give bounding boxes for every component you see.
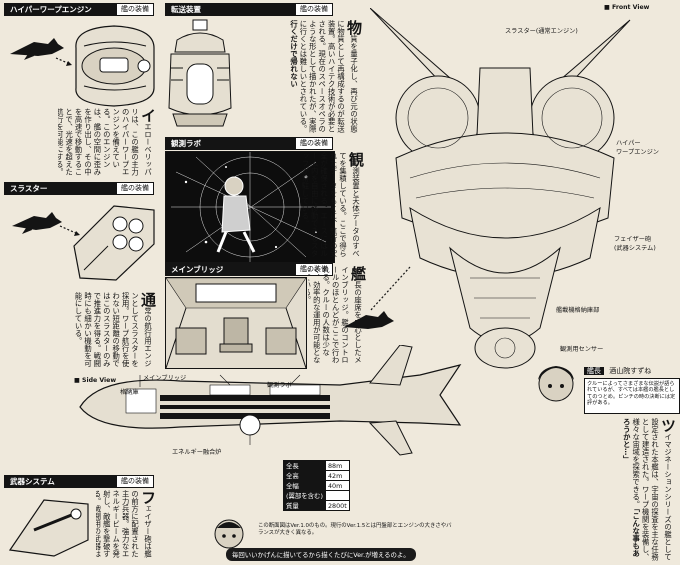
front-label-thruster: スラスター(通常エンジン) (505, 28, 578, 35)
transfer-device-illustration (168, 19, 232, 127)
spec-key: 全長 (283, 460, 326, 471)
spec-key: (翼部を含む) (283, 490, 326, 501)
front-label-hangar: 艦載機格納庫部 (556, 307, 600, 314)
transfer-device-text: 物質を量子化し、再び元の状態に物質として再構成するのが転送装置。高いハイテク技術… (238, 20, 362, 135)
spec-value: 88m (324, 460, 350, 471)
spec-value (324, 490, 350, 501)
callout-bubble: 毎回いいかげんに描いてるから描くたびにVer.が増えるのよ。 (226, 548, 416, 561)
hyper-warp-engine-illustration (10, 25, 155, 107)
spec-value: 42m (324, 470, 350, 481)
section-kind: 艦の装備 (295, 137, 333, 150)
ship-silhouette-icon (10, 38, 64, 60)
front-view-drawing (370, 8, 631, 369)
section-title: 転送装置 (165, 3, 295, 16)
side-view-cutaway (79, 345, 462, 456)
column-initial: イ (139, 108, 156, 124)
front-view-title: ■ Front View (604, 4, 650, 11)
column-initial: フ (139, 490, 156, 506)
captain-title: 艦長 (584, 367, 604, 375)
thruster-illustration (12, 205, 155, 281)
column-initial: 物 (345, 20, 362, 36)
spec-row: (翼部を含む) (283, 490, 350, 501)
column-bold-text: 行くだけで帰れない (289, 20, 299, 88)
thruster-unit-drawing (73, 205, 155, 281)
column-initial: 通 (139, 292, 156, 308)
ship-silhouette-icon (344, 311, 394, 329)
column-bold-text: 「こんな事もあろうかと…」 (622, 418, 642, 557)
hyper-warp-engine-text: イエローベリッパリは、この艦の主力のハイパーワープエンジンを備えている。このエン… (58, 108, 156, 180)
side-label-reactor: エネルギー融合炉 (172, 449, 222, 456)
side-view-title: ■ Side View (74, 377, 117, 384)
weapon-system-text: フェイザー砲は艦の前方に配置された主力兵器。強力なエネルギービームを発射し、敵艦… (96, 490, 156, 560)
section-header-hyper-warp-engine: ハイパーワープエンジン 艦の装備 (4, 3, 154, 16)
section-header-main-bridge: メインブリッジ 艦の装備 (165, 263, 333, 276)
tail-fin (369, 345, 413, 386)
engine-pod-drawing (75, 25, 155, 107)
spec-key: 全高 (283, 470, 326, 481)
captain-portrait-icon (538, 366, 574, 402)
weapon-system-illustration (8, 499, 89, 557)
ship-description-text: ツイマジネーションシリーズの艦として設定された本艦は、宇宙の探査を主な任務として… (460, 418, 676, 563)
section-header-observation-lab: 観測ラボ 艦の装備 (165, 137, 333, 150)
section-kind: 艦の装備 (295, 263, 333, 276)
section-kind: 艦の装備 (116, 3, 154, 16)
spec-value: 2800t (324, 500, 350, 511)
side-label-lab: 観測ラボ (267, 382, 292, 389)
section-header-transfer-device: 転送装置 艦の装備 (165, 3, 333, 16)
thruster-text: 通常の航行用エンジンとしてスラスターを採用。ワープ航行を使わない短距離の移動では… (58, 292, 156, 372)
captain-name: 酒山院すずね (609, 367, 652, 375)
crew-member-figure (216, 176, 256, 253)
spec-key: 全幅 (283, 480, 326, 491)
column-body: エローベリッパリは、この艦の主力のハイパーワープエンジンを備えている。このエンジ… (58, 108, 153, 176)
front-to-side-connector (344, 266, 411, 329)
captain-header: 艦長 酒山院すずね (584, 366, 651, 376)
transfer-door (186, 63, 214, 105)
column-body: 常の航行用エンジンとしてスラスターを採用。ワープ航行を使わない短距離の移動ではこ… (74, 292, 153, 368)
main-bridge-image (165, 277, 307, 369)
column-initial: 観 (347, 152, 364, 168)
section-kind: 艦の装備 (116, 475, 154, 488)
column-body: 質を量子化し、再び元の状態に物質として再構成するのが転送装置。高いハイテク技術が… (299, 20, 359, 133)
section-title: スラスター (4, 182, 116, 195)
energy-reactor (239, 414, 261, 436)
spec-key: 質量 (283, 500, 326, 511)
front-label-phaser: フェイザー砲 (武器システム) (614, 236, 656, 252)
left-antenna (370, 8, 451, 87)
front-label-hyper: ハイパー ワープエンジン (616, 140, 659, 156)
section-title: 観測ラボ (165, 137, 295, 150)
column-initial: 艦 (349, 266, 366, 282)
footnote-text: この断面図はVer.1.0のもの。現行のVer.1.5とは円盤部とエンジンの大き… (258, 523, 452, 536)
section-title: メインブリッジ (165, 263, 295, 276)
column-body: イマジネーションシリーズの艦として設定された本艦は、宇宙の探査を主な任務として建… (632, 418, 673, 561)
side-label-bridge: メインブリッジ (143, 375, 187, 382)
spec-value: 40m (324, 480, 350, 491)
section-kind: 艦の装備 (116, 182, 154, 195)
section-title: 武器システム (4, 475, 116, 488)
observation-lab-image (165, 151, 335, 263)
section-header-thruster: スラスター 艦の装備 (4, 182, 154, 195)
column-body: 測装置と天体データのすべてを集積している。ここで得られたデータをもとに、航行の安… (301, 152, 361, 258)
captain-seat (219, 317, 253, 353)
side-label-hangar: 格納庫 (120, 389, 139, 396)
section-header-weapon-system: 武器システム 艦の装備 (4, 475, 154, 488)
section-kind: 艦の装備 (295, 3, 333, 16)
observation-lab-text: 観測装置と天体データのすべてを集積している。ここで得られたデータをもとに、航行の… (276, 152, 364, 260)
column-initial: ツ (659, 418, 676, 434)
column-body: ェイザー砲は艦の前方に配置された主力兵器。強力なエネルギービームを発射し、敵艦を… (96, 490, 153, 558)
captain-note: クルーによってさまざまな伝説が語られているが、すべては本艦の艦長としてのつとめ。… (584, 378, 680, 414)
section-title: ハイパーワープエンジン (4, 3, 116, 16)
front-label-sensor: 観測用センサー (560, 346, 604, 353)
sensor-dome (474, 327, 536, 369)
ship-silhouette-icon (12, 212, 62, 234)
